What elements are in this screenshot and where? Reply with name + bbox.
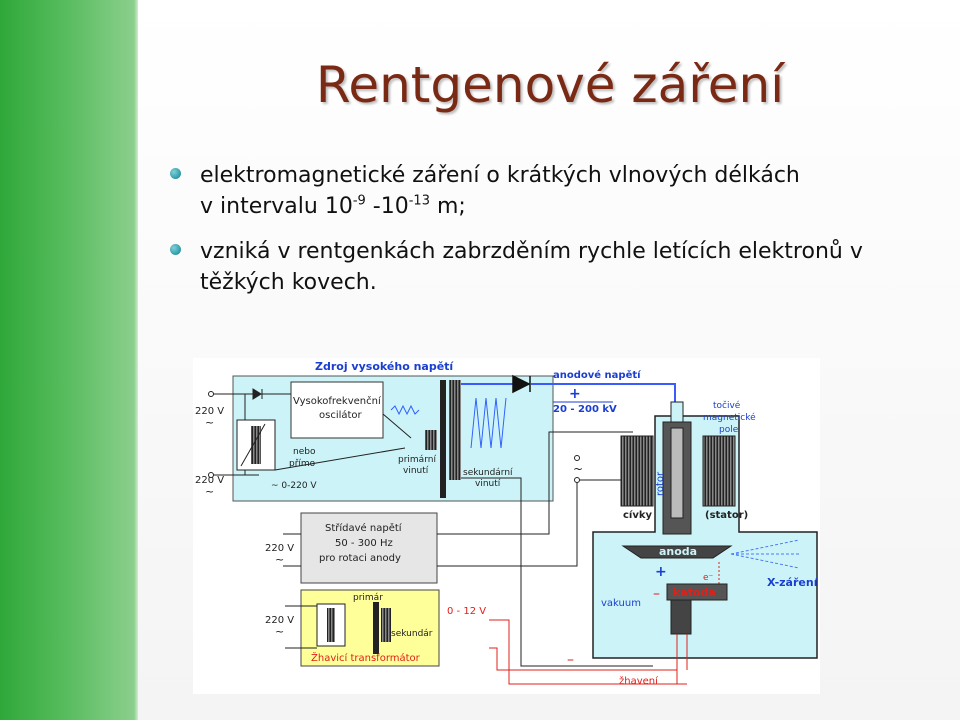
xray-tube-diagram: Zdroj vysokého napětí Vysokofrekvenční o… xyxy=(193,358,820,694)
rotating-field-3: pole xyxy=(719,425,739,435)
exponent: -9 xyxy=(352,193,366,209)
plus-sign: + xyxy=(569,386,581,402)
heater-return xyxy=(489,619,687,685)
primo-label: přímo xyxy=(289,459,316,469)
heater-coil xyxy=(327,608,335,642)
vakuum-label: vakuum xyxy=(601,598,641,609)
autotransformer-coil xyxy=(251,426,261,464)
primar-label: primár xyxy=(353,593,383,603)
bullet-item: elektromagnetické záření o krátkých vlno… xyxy=(170,160,930,222)
zhaveni-label: žhavení xyxy=(619,675,659,687)
cathode-block xyxy=(666,583,728,601)
ac-label-3: pro rotaci anody xyxy=(319,553,401,564)
xray-beam xyxy=(730,539,801,569)
rotor-label: rotor xyxy=(655,471,666,496)
bullet-text-unit: m; xyxy=(429,194,466,219)
tilde-top: ~ xyxy=(205,416,214,429)
secondary-coil xyxy=(449,380,461,480)
v220-ac: 220 V xyxy=(265,543,294,554)
tilde-ac: ~ xyxy=(275,553,284,566)
nebo-label: nebo xyxy=(293,447,316,457)
heater-wires xyxy=(676,634,688,684)
rectifier-diode-icon xyxy=(512,374,531,394)
heating-transformer-label: Žhavicí transformátor xyxy=(311,651,421,664)
v220-heater: 220 V xyxy=(265,615,294,626)
terminal-icon xyxy=(574,477,580,483)
cathode-stem xyxy=(670,599,692,635)
anode-wire xyxy=(461,383,676,402)
voltage-range: 20 - 200 kV xyxy=(553,404,617,415)
v220-top: 220 V xyxy=(195,406,224,417)
ac-supply-box xyxy=(300,512,438,584)
primary-feed xyxy=(274,413,412,471)
return-wire xyxy=(461,477,653,667)
v0-12-label: 0 - 12 V xyxy=(447,606,486,617)
anoda-label: anoda xyxy=(659,545,697,558)
rotating-field-2: magnetické xyxy=(703,412,756,423)
oscillator-box xyxy=(290,381,384,439)
terminal-icon xyxy=(574,455,580,461)
coil-right xyxy=(702,435,736,507)
anode-disk xyxy=(621,545,733,559)
tilde-mid: ~ xyxy=(205,485,214,498)
slide-title: Rentgenové záření xyxy=(315,56,785,114)
heater-core xyxy=(373,602,379,654)
secondary-winding-2: vinutí xyxy=(475,479,501,489)
autotransformer-arrow xyxy=(240,423,266,467)
coils-label: cívky xyxy=(623,509,653,521)
oscillator-label-1: Vysokofrekvenční xyxy=(293,395,382,407)
v220-mid: 220 V xyxy=(195,475,224,486)
tube-envelope xyxy=(592,415,818,659)
xray-label: X-záření xyxy=(767,576,819,589)
transformer-core xyxy=(440,380,446,498)
stator-label: (stator) xyxy=(705,510,748,521)
katoda-label: katoda xyxy=(673,586,716,599)
cathode-minus: – xyxy=(653,586,660,602)
electron-label: e⁻ xyxy=(703,573,714,583)
input-wires xyxy=(211,393,291,476)
bullet-text: vzniká v rentgenkách zabrzděním rychle l… xyxy=(200,239,863,295)
bullet-text-interval: v intervalu 10 xyxy=(200,194,353,219)
secondary-wave xyxy=(470,397,507,449)
ac-wires xyxy=(283,431,633,567)
bullet-dot-icon xyxy=(170,244,181,255)
hv-source-label: Zdroj vysokého napětí xyxy=(315,360,454,373)
primary-winding-1: primární xyxy=(398,455,436,465)
primary-coil xyxy=(425,430,437,450)
tilde-heater: ~ xyxy=(275,625,284,638)
side-accent-bar xyxy=(0,0,138,720)
bullet-item: vzniká v rentgenkách zabrzděním rychle l… xyxy=(170,236,930,298)
xray-tube-schematic: Zdroj vysokého napětí Vysokofrekvenční o… xyxy=(195,360,819,687)
bullet-dot-icon xyxy=(170,168,181,179)
terminal-icon xyxy=(208,472,214,478)
rotating-field-1: točivé xyxy=(713,400,741,411)
secondary-winding-1: sekundární xyxy=(463,468,513,478)
anode-voltage-label: anodové napětí xyxy=(553,369,641,381)
hf-wave xyxy=(390,404,420,416)
heater-input-wires xyxy=(285,605,317,649)
ac-label-1: Střídavé napětí xyxy=(325,522,403,534)
oscillator-label-2: oscilátor xyxy=(319,409,363,421)
primary-winding-2: vinutí xyxy=(403,466,429,476)
terminal-icon xyxy=(208,391,214,397)
minus-sign-bottom: – xyxy=(567,652,574,668)
coil-left xyxy=(620,435,654,507)
rotor-core xyxy=(670,427,684,519)
anode-plus: + xyxy=(655,564,667,580)
tilde-rotor: ~ xyxy=(573,462,583,476)
ac-label-2: 50 - 300 Hz xyxy=(335,538,393,549)
heater-secondary-coil xyxy=(381,608,391,642)
bullet-text: elektromagnetické záření o krátkých vlno… xyxy=(200,163,800,188)
tube-neck xyxy=(670,401,684,423)
sekundar-label: sekundár xyxy=(391,629,433,639)
bullet-text-interval: -10 xyxy=(365,194,409,219)
exponent: -13 xyxy=(408,193,430,209)
bullet-list: elektromagnetické záření o krátkých vlno… xyxy=(170,160,930,312)
v0-220-label: ~ 0-220 V xyxy=(271,481,317,491)
diode-small-icon xyxy=(252,388,263,400)
